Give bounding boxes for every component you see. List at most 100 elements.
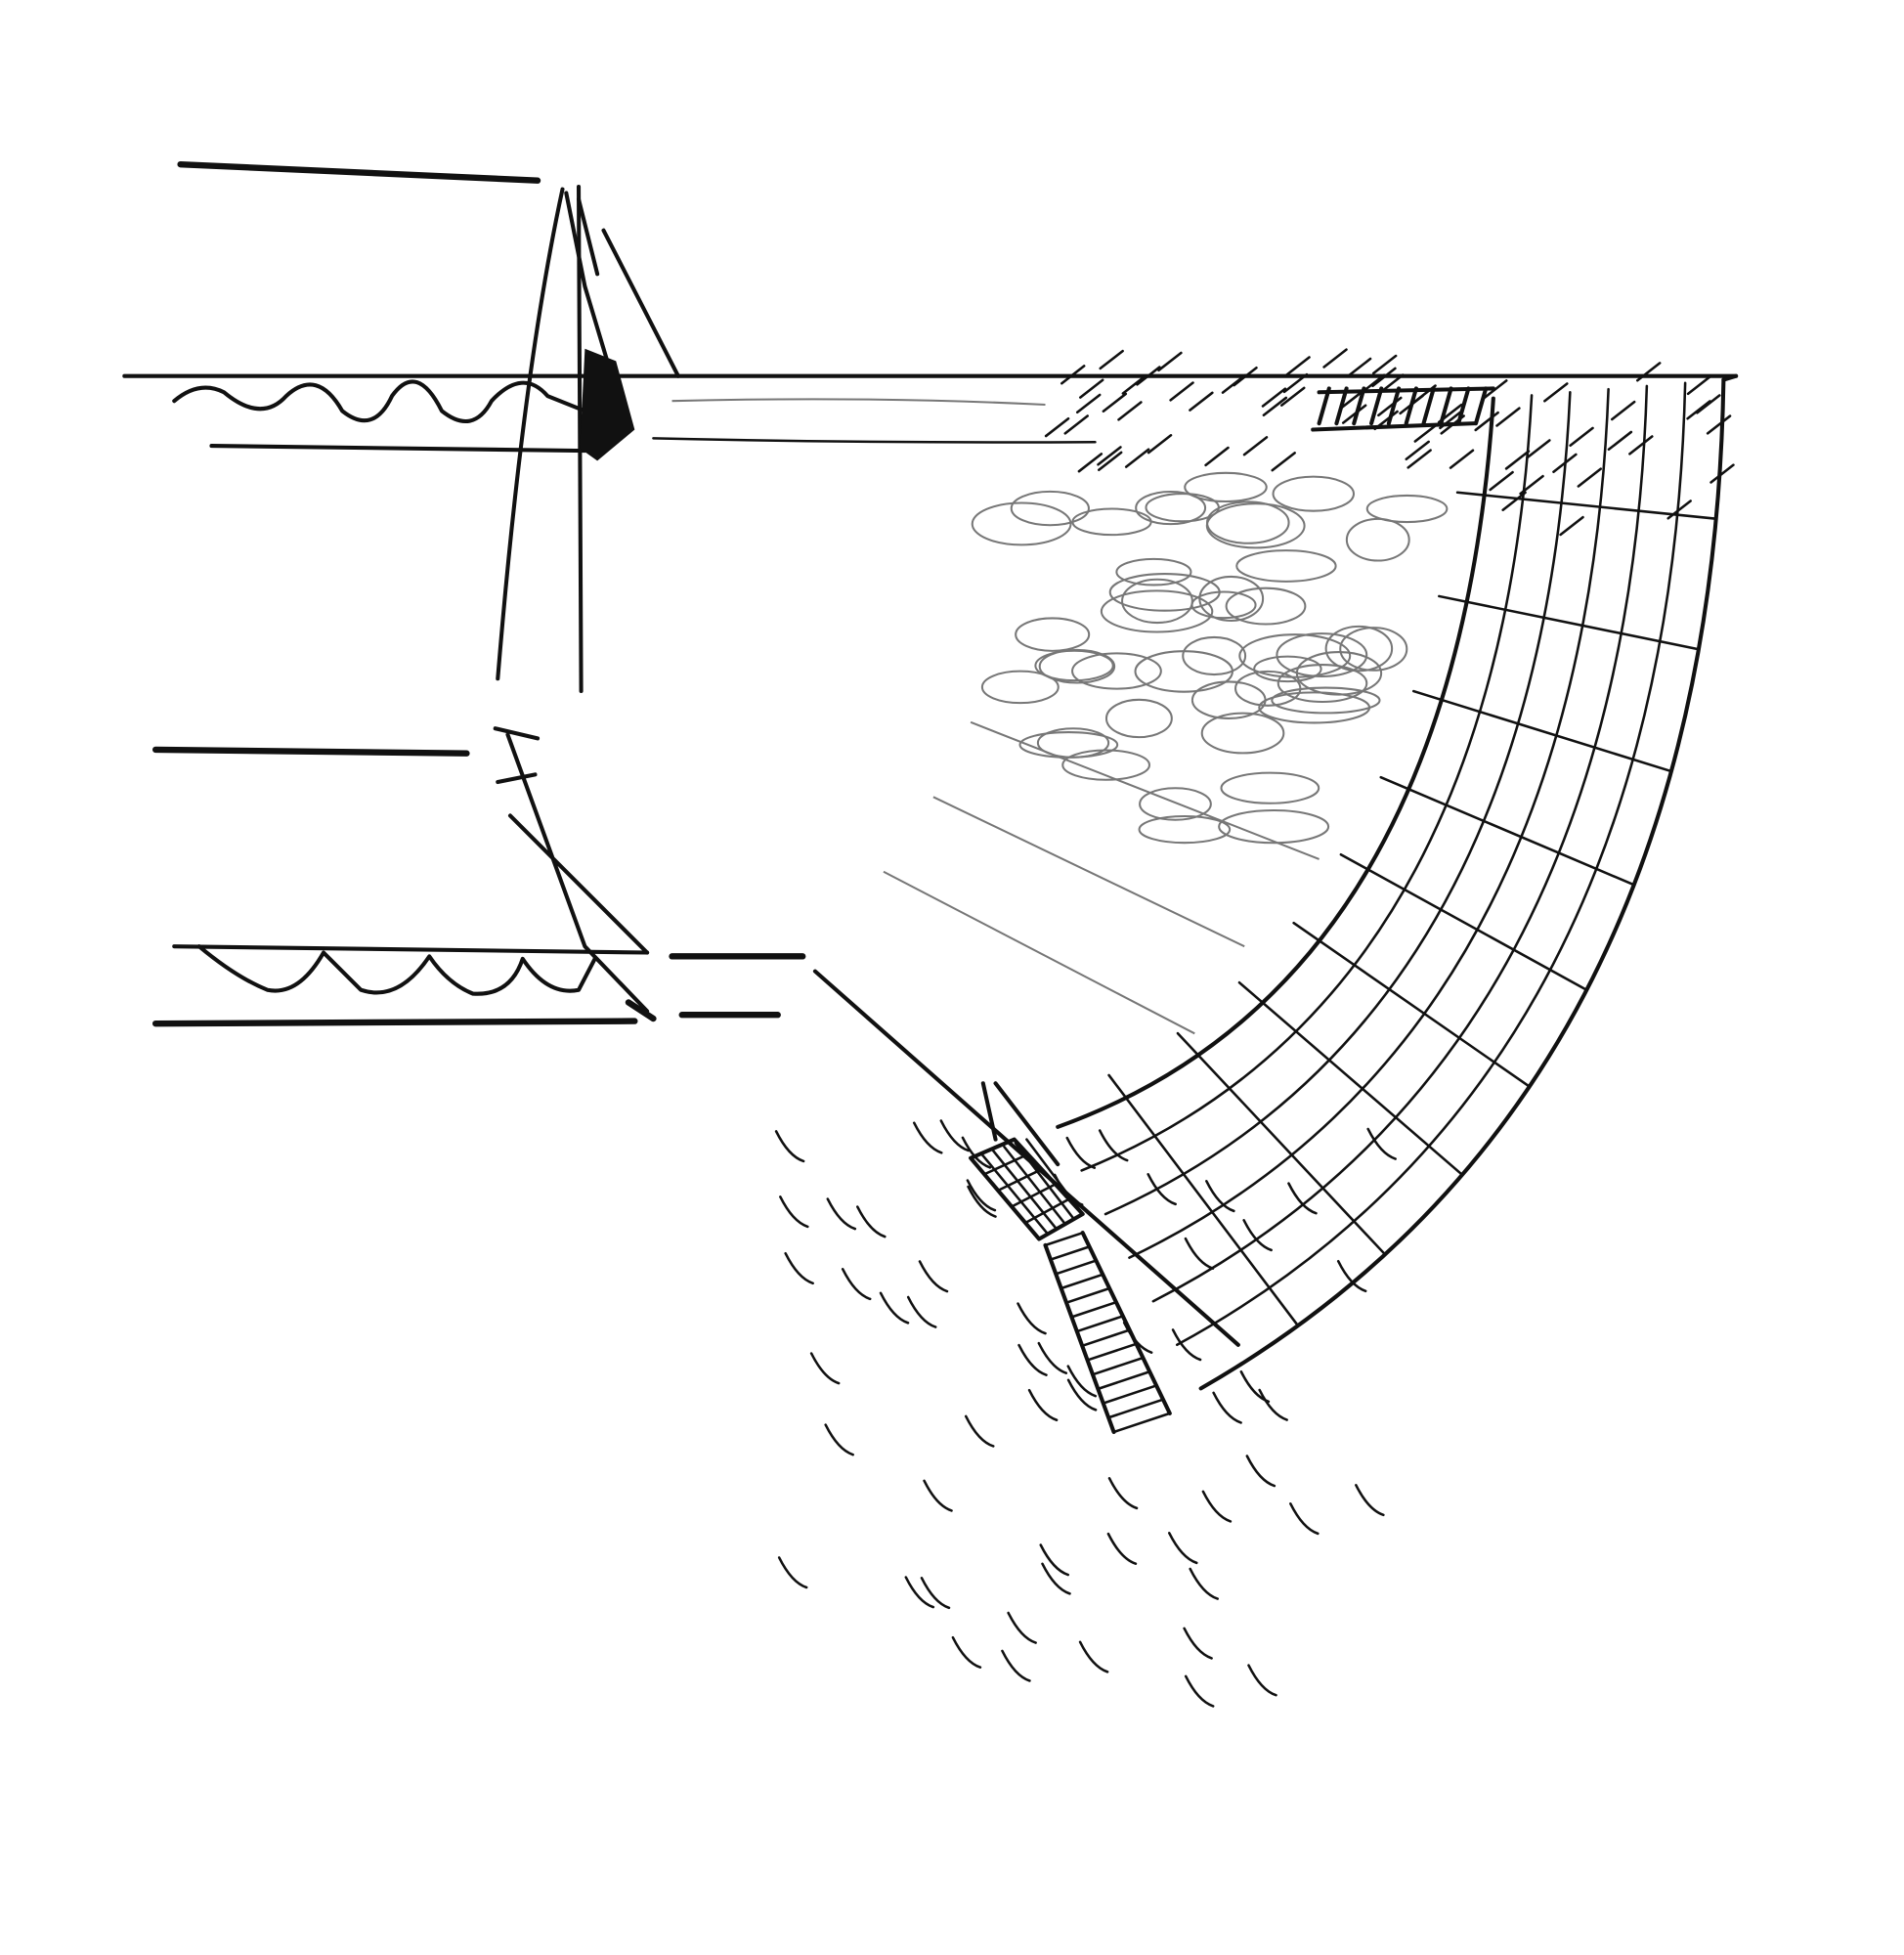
hatch-stroke xyxy=(1099,349,1124,370)
hatch-stroke xyxy=(1686,374,1712,396)
hatch-stroke xyxy=(1117,401,1143,421)
water-scribble xyxy=(1015,617,1091,652)
ripple-stroke xyxy=(1066,1378,1098,1412)
ripple-stroke xyxy=(856,1205,887,1238)
water-scribble xyxy=(1115,557,1192,586)
water-scribble xyxy=(1190,590,1257,620)
landing-grid-line xyxy=(1014,1142,1076,1221)
balustrade-post xyxy=(1439,386,1453,426)
hatch-stroke xyxy=(1280,386,1306,407)
ripple-stroke xyxy=(1039,1543,1070,1577)
hatch-stroke xyxy=(1102,392,1128,413)
water-scribble xyxy=(1061,749,1150,781)
ripple-stroke xyxy=(912,1121,943,1154)
water-scribble xyxy=(1365,494,1449,524)
stair-rail xyxy=(980,1081,1060,1167)
arcade-radial-line xyxy=(1438,594,1701,651)
ripple-stroke xyxy=(1201,1490,1233,1523)
ripple-stroke xyxy=(964,1414,995,1448)
ripple-stroke xyxy=(966,1179,997,1212)
hatch-stroke xyxy=(1483,379,1508,400)
hatch-stroke xyxy=(1242,436,1269,456)
water-scribble xyxy=(1339,626,1408,673)
water-scribble xyxy=(1034,649,1114,682)
tower-left-edge xyxy=(496,187,565,681)
water-scribble xyxy=(1190,680,1267,719)
wave-line-upper xyxy=(172,379,587,423)
ripple-stroke xyxy=(1355,1484,1385,1517)
hatch-stroke xyxy=(1044,416,1070,438)
ripple-stroke xyxy=(1065,1136,1097,1169)
roof-line-lower xyxy=(151,746,470,757)
landing-grid-line xyxy=(1010,1183,1057,1208)
ripple-stroke xyxy=(1027,1388,1059,1422)
ripple-stroke xyxy=(923,1479,953,1512)
hatch-stroke xyxy=(1285,356,1311,376)
landing-grid-line xyxy=(1023,1197,1070,1225)
ripple-stroke xyxy=(1242,1219,1273,1252)
curved-arcade xyxy=(883,373,1739,1391)
water-scribble xyxy=(1218,808,1330,845)
hatch-stroke xyxy=(1136,366,1161,386)
ripple-stroke xyxy=(1247,1664,1277,1697)
balustrade-post xyxy=(1456,386,1471,426)
ripple-stroke xyxy=(1245,1455,1277,1488)
hatch-stroke xyxy=(1449,449,1475,469)
ripple-stroke xyxy=(1106,1532,1138,1565)
hatch-stroke xyxy=(1495,407,1521,427)
water-scribble xyxy=(1271,686,1381,715)
ripple-stroke xyxy=(1289,1502,1320,1536)
water-scribble xyxy=(1220,771,1320,804)
stair-step xyxy=(1106,1398,1165,1419)
stair-ladder xyxy=(969,1081,1172,1435)
water-scribble xyxy=(1071,507,1152,537)
hatch-stroke xyxy=(1157,351,1183,372)
hatch-stroke xyxy=(1371,354,1398,375)
water-scribble xyxy=(1138,814,1232,845)
hatch-stroke xyxy=(1204,446,1230,467)
ripple-stroke xyxy=(879,1291,910,1325)
ripple-stroke xyxy=(1147,1173,1177,1206)
water-scribble xyxy=(1018,731,1119,759)
tower-shadow xyxy=(580,348,635,461)
ripple-stroke xyxy=(1001,1649,1031,1682)
ripple-stroke xyxy=(1205,1180,1235,1213)
water-scribble xyxy=(1108,572,1221,612)
water-scribble xyxy=(1121,578,1193,625)
water-scribble xyxy=(1200,712,1285,755)
stair-step xyxy=(1102,1384,1158,1405)
stair-step xyxy=(1064,1286,1111,1304)
water-scribble xyxy=(1139,787,1212,821)
stair-step xyxy=(1049,1245,1091,1261)
stair-step xyxy=(1075,1315,1125,1333)
hatch-stroke xyxy=(1189,391,1214,412)
hatch-stroke xyxy=(1552,453,1578,474)
hatch-stroke xyxy=(1696,394,1721,414)
water-scribble xyxy=(1276,632,1368,677)
balustrade-post xyxy=(1352,386,1366,426)
ripple-stroke xyxy=(1037,1341,1068,1374)
arcade-arc xyxy=(1080,394,1534,1172)
hatch-stroke xyxy=(1063,414,1089,435)
water-scribble xyxy=(1071,652,1162,690)
arcade-radial-line xyxy=(1292,921,1532,1088)
water-scribble xyxy=(1253,655,1322,683)
hatch-stroke xyxy=(1666,500,1692,520)
hatch-stroke xyxy=(1569,426,1594,448)
stair-step xyxy=(1097,1369,1151,1391)
balustrade-post xyxy=(1473,386,1489,426)
balustrade-post xyxy=(1317,386,1331,426)
hatching-top xyxy=(1044,348,1735,537)
hatch-stroke xyxy=(1709,463,1735,484)
hatch-stroke xyxy=(1706,414,1732,435)
perspective-line xyxy=(932,796,1245,948)
hatch-stroke xyxy=(1075,393,1102,414)
hatch-stroke xyxy=(1610,400,1636,421)
water-scribbles xyxy=(971,471,1449,845)
perspective-line xyxy=(970,720,1320,860)
hatch-stroke xyxy=(1489,470,1514,492)
stair-step xyxy=(1080,1328,1131,1348)
ripple-stroke xyxy=(920,1577,951,1610)
hatch-stroke xyxy=(1526,439,1551,459)
hatch-stroke xyxy=(1077,453,1103,473)
